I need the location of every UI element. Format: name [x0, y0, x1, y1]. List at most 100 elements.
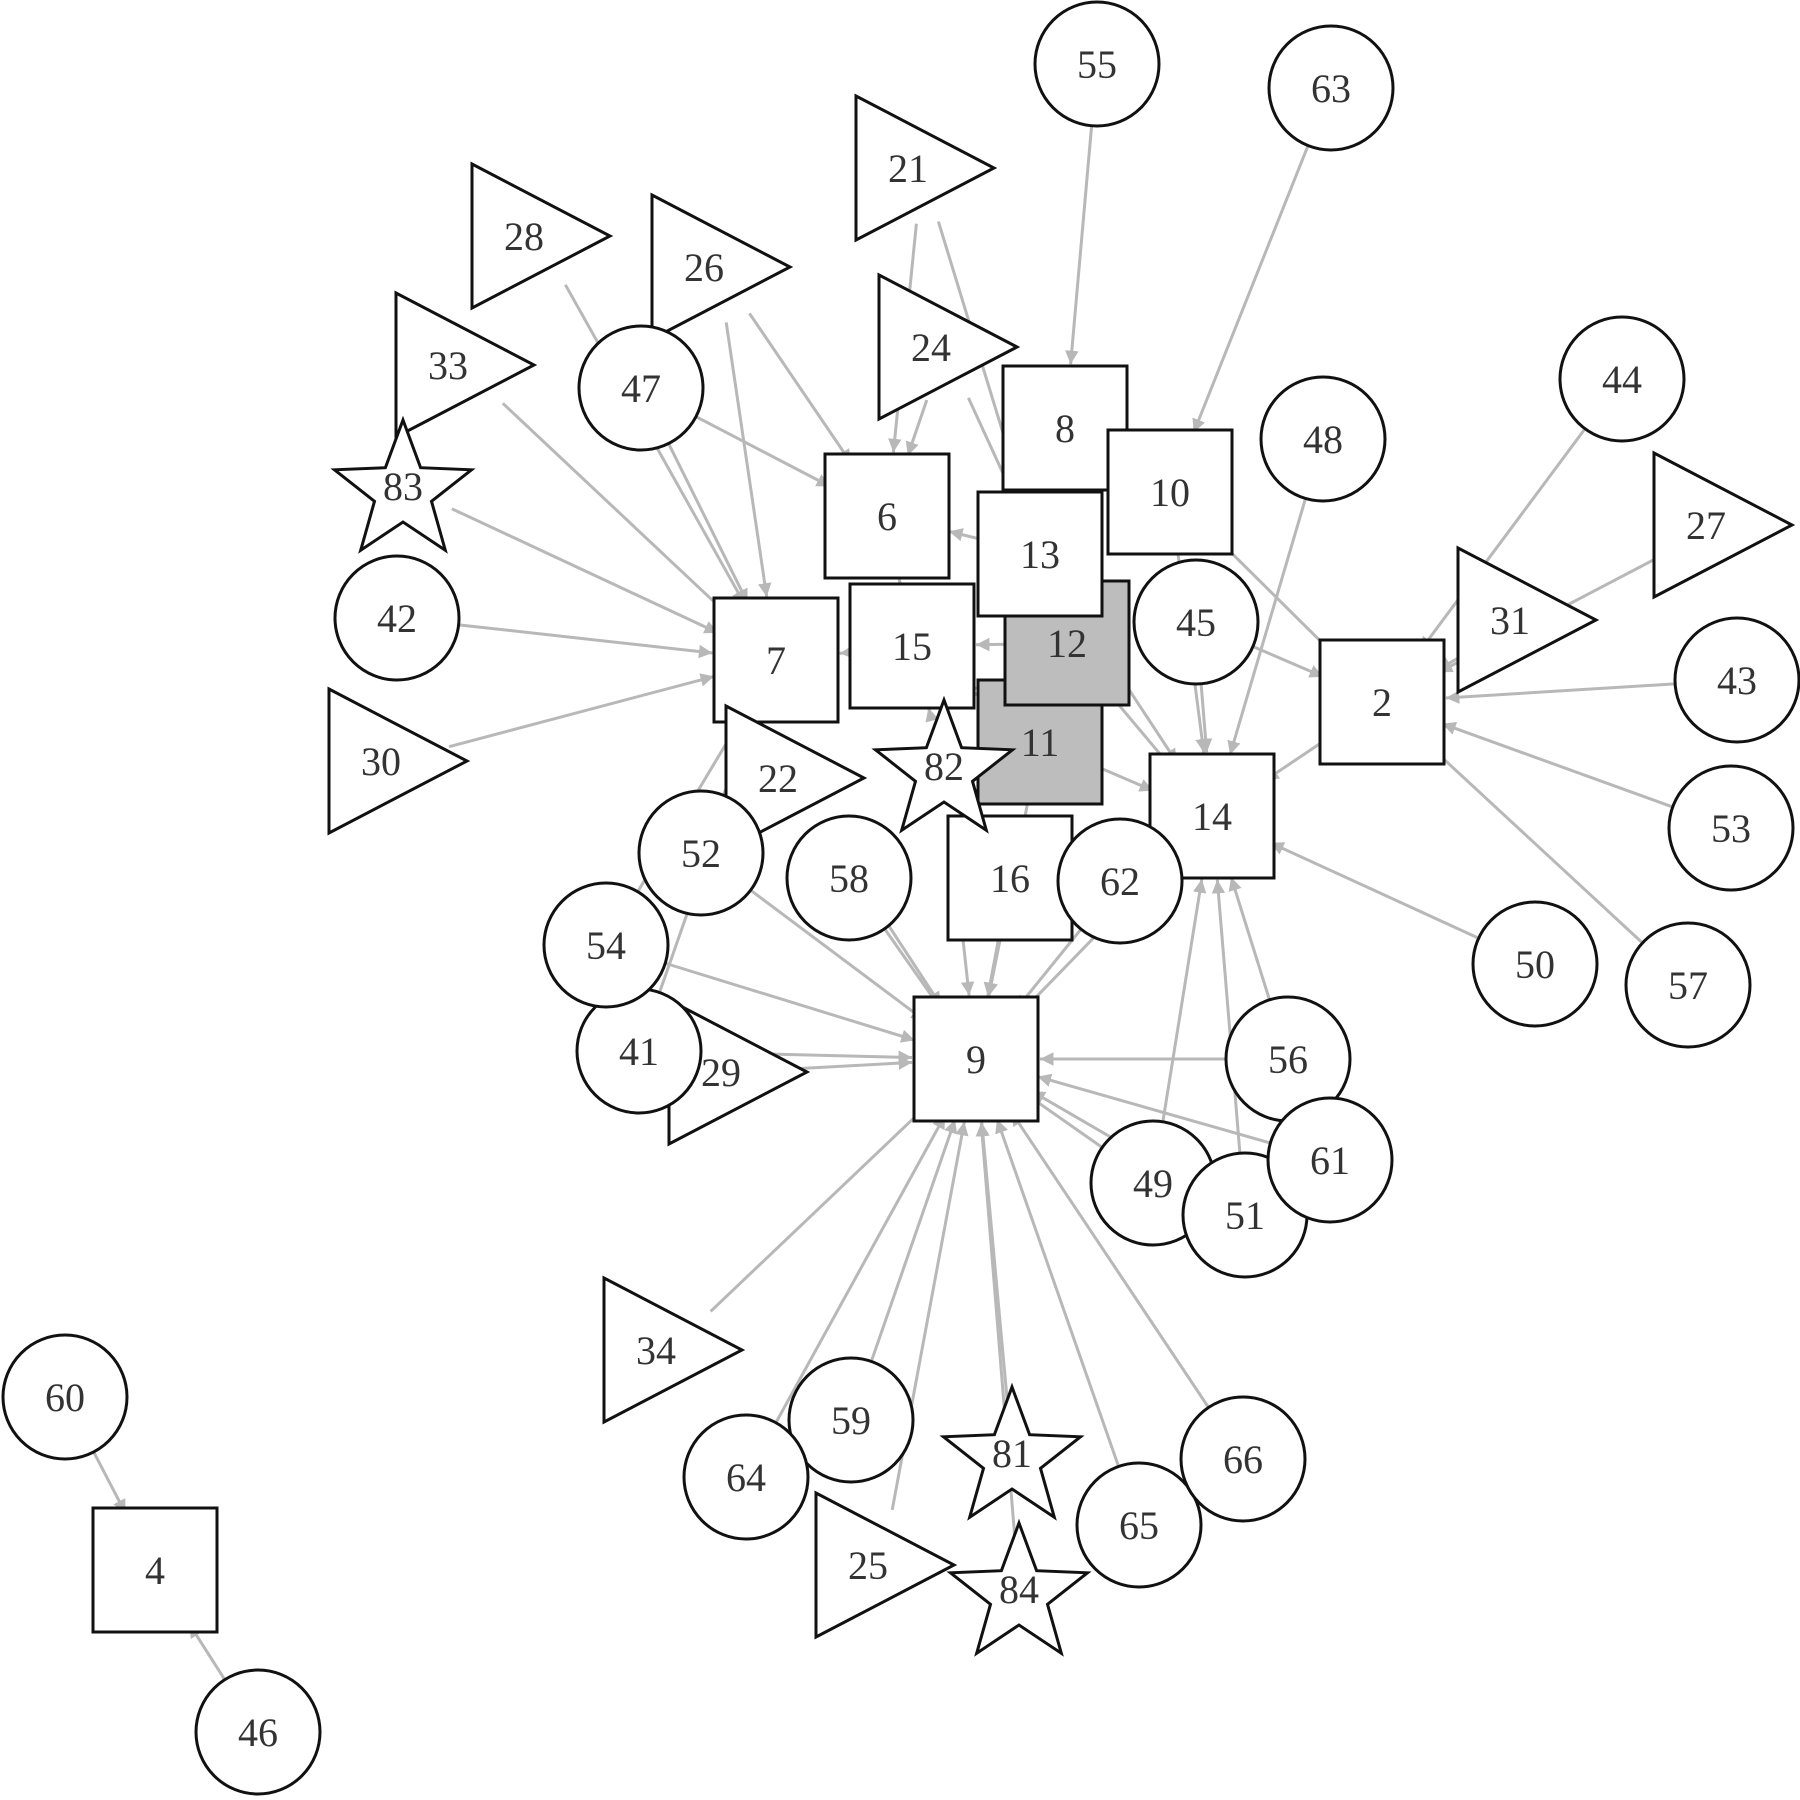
node-62-circle: 62 [1056, 817, 1184, 945]
node-16-square: 16 [946, 814, 1074, 942]
square-shape [946, 814, 1074, 942]
node-7-square: 7 [712, 596, 840, 724]
circle-shape [787, 1356, 915, 1484]
edge-57-to-2 [1427, 744, 1645, 945]
edge-65-to-9 [995, 1118, 1121, 1468]
triangle-shape [470, 161, 614, 311]
node-label: 62 [1100, 859, 1140, 904]
edge-47-to-7 [666, 441, 749, 604]
circle-shape [1, 1333, 129, 1461]
node-label: 12 [1047, 621, 1087, 666]
circle-shape [1558, 315, 1686, 443]
node-label: 81 [992, 1431, 1032, 1476]
node-label: 9 [966, 1037, 986, 1082]
node-label: 2 [1372, 680, 1392, 725]
edge-30-to-7 [448, 673, 715, 749]
star-shape [330, 415, 476, 554]
edge-51-to-14 [1211, 879, 1242, 1155]
node-label: 64 [726, 1455, 766, 1500]
edge-33-to-7 [501, 402, 731, 618]
edge-11-to-14 [1094, 764, 1154, 793]
node-54-circle: 54 [542, 881, 670, 1009]
node-26-triangle: 26 [650, 192, 794, 342]
square-shape [1106, 428, 1234, 556]
node-label: 82 [924, 744, 964, 789]
circle-shape [637, 789, 765, 917]
node-25-triangle: 25 [814, 1490, 958, 1640]
node-label: 13 [1020, 532, 1060, 577]
node-label: 52 [681, 831, 721, 876]
edge-13-to-6 [948, 528, 983, 542]
node-34-triangle: 34 [602, 1275, 746, 1425]
node-83-star: 83 [330, 415, 476, 554]
node-label: 22 [758, 756, 798, 801]
node-label: 49 [1133, 1161, 1173, 1206]
edge-61-to-9 [1037, 1073, 1272, 1145]
node-84-star: 84 [946, 1518, 1092, 1657]
node-57-circle: 57 [1624, 921, 1752, 1049]
node-21-triangle: 21 [854, 93, 998, 243]
circle-shape [1673, 616, 1800, 744]
node-label: 56 [1268, 1037, 1308, 1082]
node-81-star: 81 [939, 1382, 1085, 1521]
star-shape [946, 1518, 1092, 1657]
node-48-circle: 48 [1259, 375, 1387, 503]
node-label: 41 [619, 1029, 659, 1074]
circle-shape [577, 324, 705, 452]
triangle-shape [854, 93, 998, 243]
triangle-shape [1456, 545, 1600, 695]
node-label: 51 [1225, 1193, 1265, 1238]
edge-64-to-9 [774, 1114, 947, 1425]
edge-42-to-7 [457, 623, 713, 659]
edge-29-to-9 [790, 1056, 913, 1071]
triangle-shape [602, 1275, 746, 1425]
node-6-square: 6 [823, 452, 951, 580]
node-82-star: 82 [871, 695, 1017, 834]
circle-shape [333, 554, 461, 682]
node-31-triangle: 31 [1456, 545, 1600, 695]
node-label: 84 [999, 1567, 1039, 1612]
node-30-triangle: 30 [327, 686, 471, 836]
triangle-shape [814, 1490, 958, 1640]
circle-shape [1033, 0, 1161, 128]
node-label: 59 [831, 1398, 871, 1443]
node-label: 63 [1311, 66, 1351, 111]
node-label: 26 [684, 245, 724, 290]
node-label: 16 [990, 856, 1030, 901]
node-61-circle: 61 [1266, 1096, 1394, 1224]
node-label: 58 [829, 856, 869, 901]
edge-48-to-14 [1227, 497, 1308, 756]
node-label: 43 [1717, 658, 1757, 703]
edge-24-to-6 [905, 399, 929, 456]
node-label: 65 [1119, 1503, 1159, 1548]
node-label: 34 [636, 1328, 676, 1373]
edge-83-to-7 [451, 507, 719, 635]
node-label: 66 [1223, 1437, 1263, 1482]
circle-shape [194, 1668, 322, 1796]
triangle-shape [724, 703, 868, 853]
node-27-triangle: 27 [1652, 450, 1796, 600]
node-13-square: 13 [976, 490, 1104, 618]
circle-shape [1179, 1395, 1307, 1523]
node-42-circle: 42 [333, 554, 461, 682]
circle-shape [1667, 764, 1795, 892]
square-shape [912, 995, 1040, 1123]
node-label: 45 [1176, 600, 1216, 645]
node-label: 14 [1192, 794, 1232, 839]
edge-54-to-9 [663, 961, 916, 1043]
star-shape [939, 1382, 1085, 1521]
star-shape [871, 695, 1017, 834]
node-9-square: 9 [912, 995, 1040, 1123]
node-label: 6 [877, 494, 897, 539]
edge-63-to-10 [1192, 144, 1310, 434]
node-2-square: 2 [1318, 638, 1446, 766]
circle-shape [1267, 24, 1395, 152]
circle-shape [1259, 375, 1387, 503]
edge-12-to-15 [975, 637, 1008, 652]
edge-43-to-2 [1445, 682, 1677, 704]
node-33-triangle: 33 [394, 290, 538, 440]
node-label: 61 [1310, 1138, 1350, 1183]
edge-59-to-9 [869, 1119, 958, 1363]
node-label: 48 [1303, 417, 1343, 462]
node-59-circle: 59 [787, 1356, 915, 1484]
